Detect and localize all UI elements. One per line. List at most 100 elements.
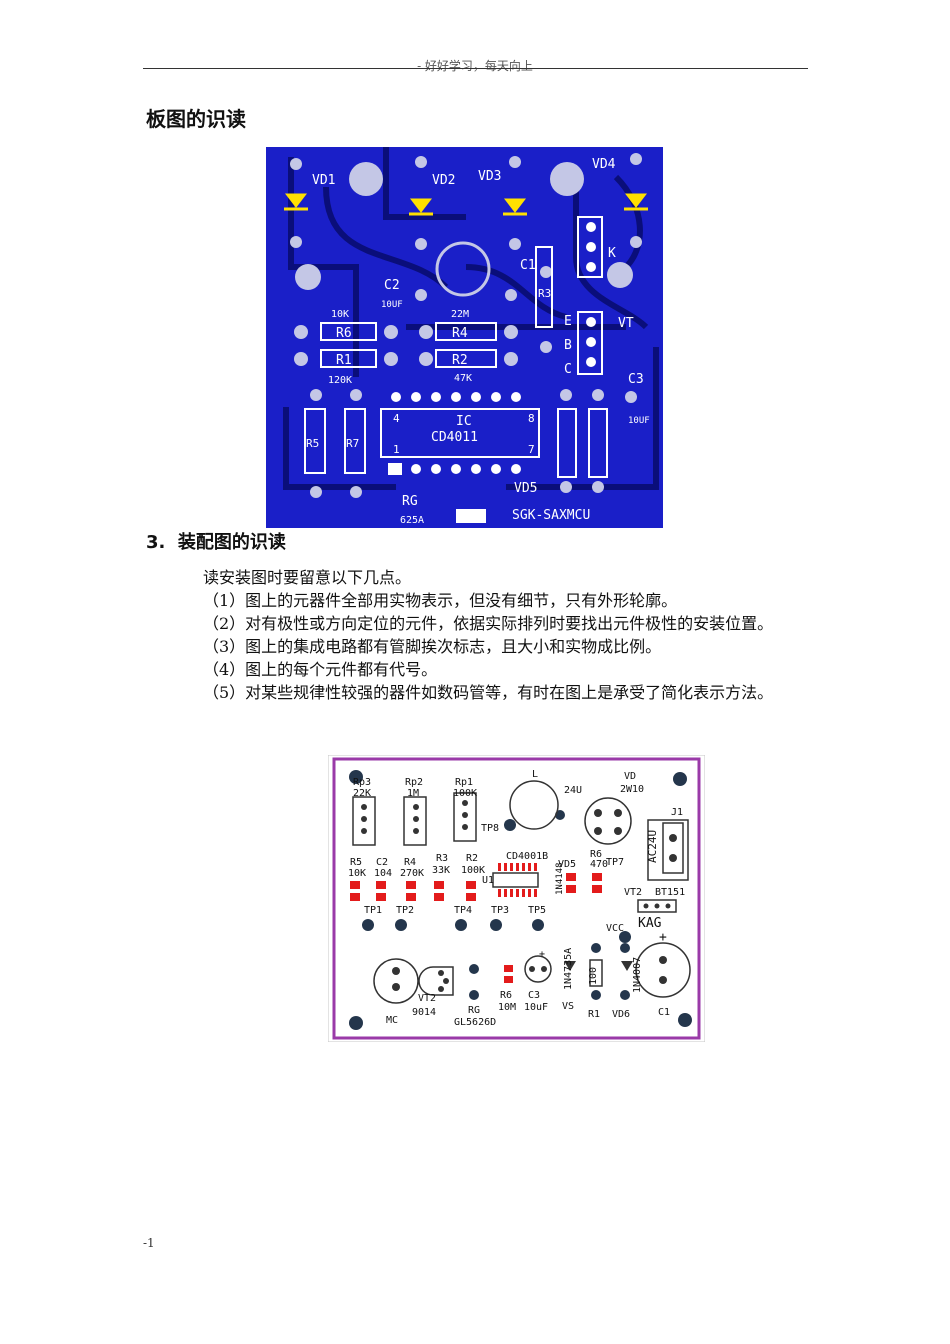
assy-label: 100 [588, 967, 599, 985]
assy-label: 270K [400, 868, 424, 879]
pcb-label: R3 [538, 287, 551, 300]
pcb-label: VD2 [432, 173, 455, 188]
assy-label: R3 [436, 853, 448, 864]
assy-label: 104 [374, 868, 392, 879]
pcb-label: R1 [336, 353, 352, 368]
section-number: 3. [146, 532, 166, 553]
section-title-board: 板图的识读 [146, 107, 246, 131]
pcb-label: VT [618, 316, 634, 331]
pcb-label: B [564, 338, 572, 353]
pcb-label: R5 [306, 437, 319, 450]
pcb-label: VD1 [312, 173, 335, 188]
pcb-label: RG [402, 494, 418, 509]
assy-label: R5 [350, 857, 362, 868]
pcb-label: E [564, 314, 572, 329]
assembly-notes: 读安装图时要留意以下几点。 （1）图上的元器件全部用实物表示，但没有细节，只有外… [203, 566, 813, 704]
assy-label: R1 [588, 1009, 600, 1020]
assy-label: TP2 [396, 905, 414, 916]
pcb-label: 10K [331, 309, 349, 320]
assy-label: C2 [376, 857, 388, 868]
assy-label: Rp1 [455, 777, 473, 788]
assy-label: 1M [407, 788, 419, 799]
pcb-label: C3 [628, 372, 644, 387]
pcb-label: R6 [336, 326, 352, 341]
paragraph: （2）对有极性或方向定位的元件，依据实际排列时要找出元件极性的安装位置。 [203, 614, 774, 633]
assy-label: VT2 [624, 887, 642, 898]
pcb-label: 625A [400, 515, 424, 526]
assy-label: C3 [528, 990, 540, 1001]
assy-label: VD6 [612, 1009, 630, 1020]
paragraph: 读安装图时要留意以下几点。 [203, 568, 412, 587]
assy-label: VD [624, 771, 636, 782]
pcb-label: 4 [393, 412, 400, 425]
pcb-label: IC [456, 414, 472, 429]
assy-label: Rp2 [405, 777, 423, 788]
assy-label: 22K [353, 788, 371, 799]
assy-label: VCC [606, 923, 624, 934]
pcb-label: VD4 [592, 157, 616, 172]
assy-label: TP4 [454, 905, 472, 916]
assy-label: + [659, 930, 667, 945]
assy-label: 10K [348, 868, 366, 879]
pcb-label: 8 [528, 412, 535, 425]
section-heading-assembly: 3. 装配图的识读 [146, 528, 286, 554]
assy-label: Rp3 [353, 777, 371, 788]
assy-label: + [539, 949, 545, 960]
pcb-label: SGK-SAXMCU [512, 508, 590, 523]
assy-label: 100K [453, 788, 477, 799]
assembly-diagram-image: Rp3 22K Rp2 1M Rp1 100K L 24U VD 2W10 J1… [328, 755, 705, 1042]
assy-label: 1N4007 [632, 957, 643, 993]
assy-label: 10uF [524, 1002, 548, 1013]
assy-label: 24U [564, 785, 582, 796]
pcb-label: 7 [528, 443, 535, 456]
assy-label: TP3 [491, 905, 509, 916]
pcb-label: 22M [451, 309, 469, 320]
pcb-label: K [608, 246, 616, 261]
pcb-label: 47K [454, 373, 472, 384]
page-number: -1 [143, 1236, 155, 1250]
pcb-label: VD5 [514, 481, 537, 496]
assy-label: BT151 [655, 887, 685, 898]
assy-label: TP7 [606, 857, 624, 868]
assy-label: TP8 [481, 823, 499, 834]
assy-label: 10M [498, 1002, 516, 1013]
assy-label: R6 [590, 849, 602, 860]
assy-label: RG [468, 1005, 480, 1016]
pcb-label: CD4011 [431, 430, 478, 445]
assy-label: VD5 [558, 859, 576, 870]
assy-label: J1 [671, 807, 683, 818]
assy-label: CD4001B [506, 851, 548, 862]
assy-label: L [532, 769, 538, 780]
pcb-label: C2 [384, 278, 400, 293]
pcb-label: VD3 [478, 169, 501, 184]
assy-label: R6 [500, 990, 512, 1001]
assy-label: TP5 [528, 905, 546, 916]
paragraph: （5）对某些规律性较强的器件如数码管等，有时在图上是承受了简化表示方法。 [203, 683, 774, 702]
paragraph: （1）图上的元器件全部用实物表示，但没有细节，只有外形轮廓。 [203, 591, 678, 610]
assy-label: AC24U [646, 830, 659, 863]
paragraph: （3）图上的集成电路都有管脚挨次标志，且大小和实物成比例。 [203, 637, 662, 656]
assy-label: 2W10 [620, 784, 644, 795]
assy-label: R4 [404, 857, 416, 868]
assy-label: KAG [638, 916, 662, 931]
pcb-label: C1 [520, 258, 536, 273]
assy-label: 100K [461, 865, 485, 876]
assy-label: R2 [466, 853, 478, 864]
assy-label: TP1 [364, 905, 382, 916]
pcb-label: R4 [452, 326, 468, 341]
pcb-label: 10UF [628, 416, 650, 426]
pcb-label: 120K [328, 375, 352, 386]
header-rule [143, 68, 808, 69]
assy-label: 1N4735A [563, 948, 574, 990]
assy-label: U1 [482, 875, 494, 886]
assy-label: 33K [432, 865, 450, 876]
pcb-label: R2 [452, 353, 468, 368]
pcb-label: R7 [346, 437, 359, 450]
pcb-label: C [564, 362, 572, 377]
assy-label: 9014 [412, 1007, 436, 1018]
paragraph: （4）图上的每个元件都有代号。 [203, 660, 438, 679]
assy-label: MC [386, 1015, 398, 1026]
pcb-board-image: VD1 VD2 VD3 VD4 C1 C2 10UF C3 10UF 10K R… [266, 147, 663, 528]
section-title: 装配图的识读 [177, 532, 286, 553]
assy-label: VS [562, 1001, 574, 1012]
